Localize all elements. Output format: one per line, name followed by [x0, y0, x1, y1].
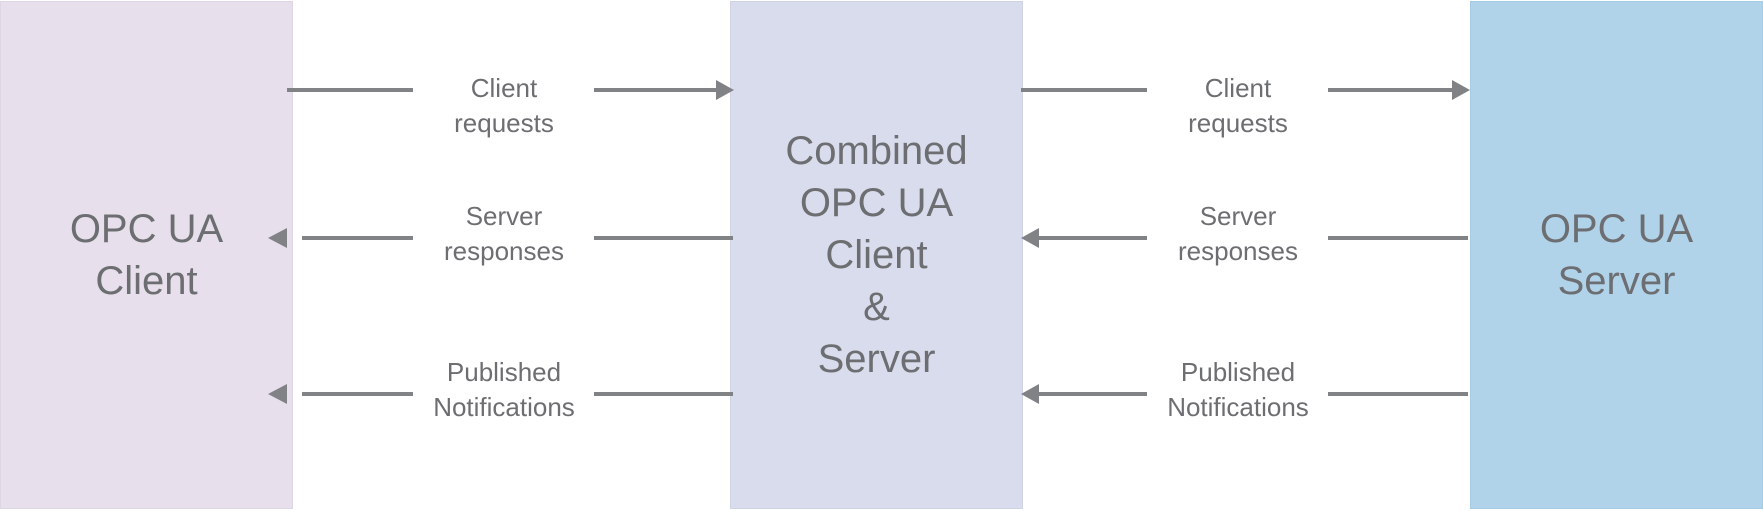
flow-label-line: Server [1199, 201, 1277, 231]
box-label-line: Client [825, 233, 928, 277]
flow-label-line: requests [454, 108, 554, 138]
client-requests-label-right: Client requests [1138, 71, 1338, 141]
flow-label-line: responses [444, 236, 564, 266]
server-responses-label-right: Server responses [1138, 199, 1338, 269]
opc-ua-client-box: OPC UA Client [0, 1, 293, 509]
combined-client-server-label: Combined OPC UA Client & Server [785, 125, 967, 385]
opc-ua-client-label: OPC UA Client [70, 203, 223, 307]
combined-client-server-box: Combined OPC UA Client & Server [730, 1, 1023, 509]
published-notifications-label-left: Published Notifications [404, 355, 604, 425]
box-label-line: OPC UA [69, 207, 224, 251]
arrowhead-left-icon [1021, 384, 1039, 404]
box-label-line: Client [95, 259, 198, 303]
flow-label-line: Server [465, 201, 543, 231]
box-label-line: OPC UA [1539, 207, 1694, 251]
box-label-line: Combined [785, 129, 968, 173]
box-label-line: Server [817, 337, 936, 381]
flow-label-line: responses [1178, 236, 1298, 266]
server-responses-label-left: Server responses [404, 199, 604, 269]
flow-label-line: Notifications [433, 392, 575, 422]
box-label-line: & [863, 285, 890, 329]
published-notifications-label-right: Published Notifications [1138, 355, 1338, 425]
client-requests-label-left: Client requests [404, 71, 604, 141]
flow-label-line: Client [470, 73, 538, 103]
flow-label-line: Published [446, 357, 562, 387]
flow-label-line: Notifications [1167, 392, 1309, 422]
flow-label-line: Published [1180, 357, 1296, 387]
opc-ua-server-label: OPC UA Server [1540, 203, 1693, 307]
arrowhead-right-icon [716, 80, 734, 100]
arrowhead-left-icon [268, 228, 287, 248]
box-label-line: OPC UA [799, 181, 954, 225]
box-label-line: Server [1557, 259, 1676, 303]
flow-label-line: Client [1204, 73, 1272, 103]
arrowhead-left-icon [268, 384, 287, 404]
opc-ua-server-box: OPC UA Server [1470, 1, 1763, 509]
arrowhead-right-icon [1452, 80, 1470, 100]
flow-label-line: requests [1188, 108, 1288, 138]
arrowhead-left-icon [1021, 228, 1039, 248]
